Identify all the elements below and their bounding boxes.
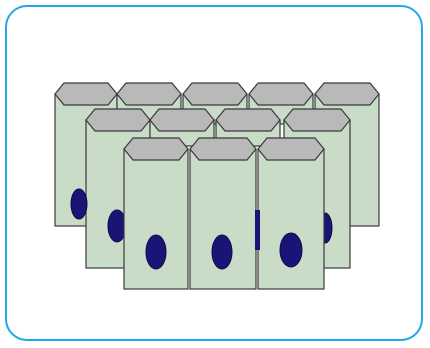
cell-nucleus [146,235,166,269]
columnar-cell [258,138,324,289]
cell-nucleus [280,233,302,267]
columnar-cell [124,138,188,289]
columnar-cell [190,138,256,289]
cell-nucleus [108,210,126,242]
cell-nucleus [212,235,232,269]
cell-nucleus [71,189,87,219]
cell-nucleus [255,210,260,250]
